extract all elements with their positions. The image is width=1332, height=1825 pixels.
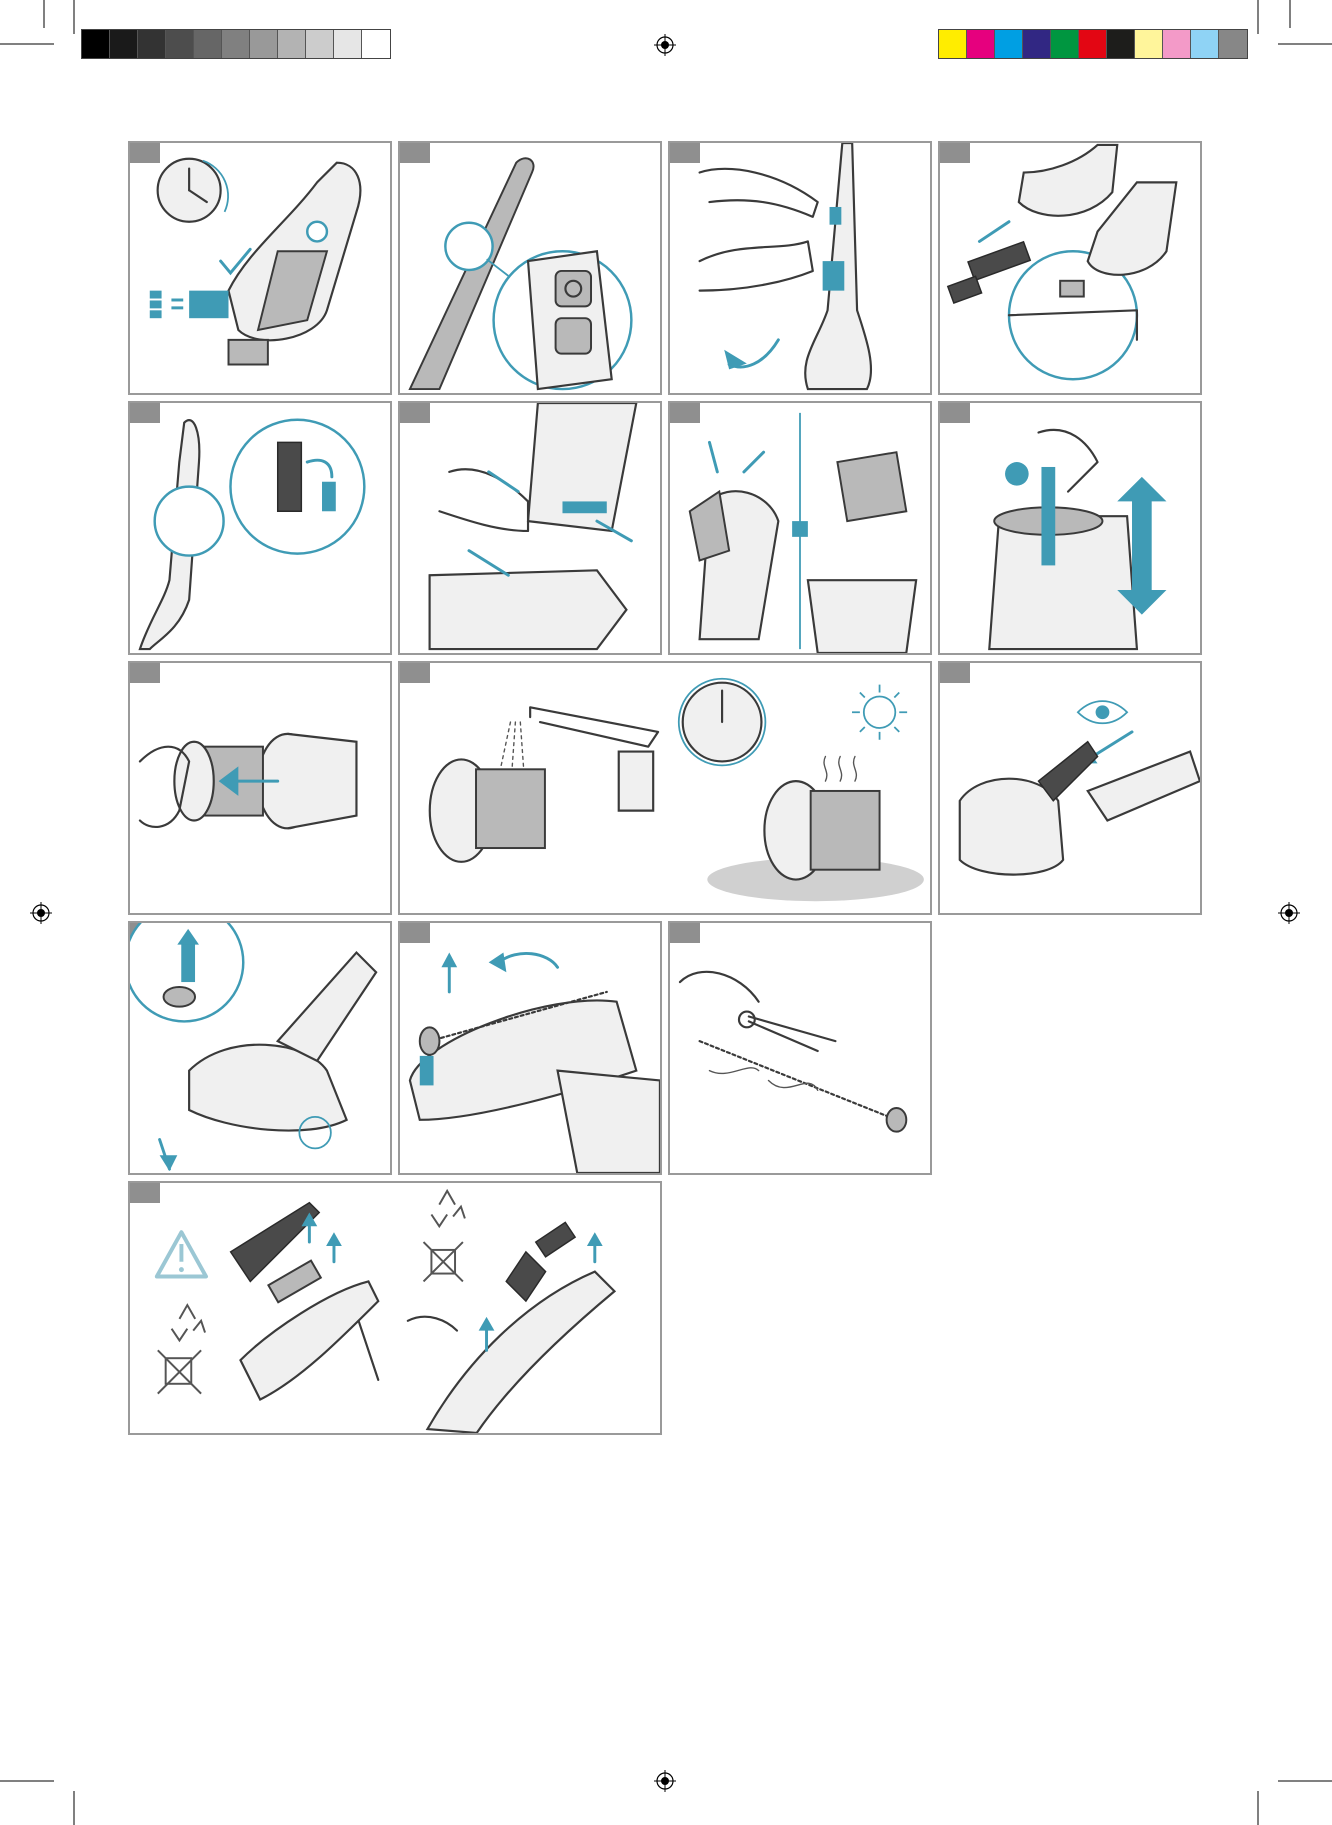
panel-inspect-nozzle bbox=[938, 661, 1202, 915]
recycle-icon bbox=[431, 1191, 464, 1226]
color-swatch bbox=[278, 30, 306, 58]
color-swatch bbox=[1023, 30, 1051, 58]
panel-charging bbox=[128, 141, 392, 395]
color-swatch bbox=[306, 30, 334, 58]
registration-mark-icon bbox=[654, 34, 676, 56]
panel-battery-removal-recycle bbox=[128, 1181, 662, 1435]
rinse-dry-filter-icon bbox=[400, 663, 930, 913]
color-swatch bbox=[1051, 30, 1079, 58]
color-swatch bbox=[1135, 30, 1163, 58]
color-swatch bbox=[250, 30, 278, 58]
remove-brushroll-icon bbox=[400, 923, 660, 1173]
panel-remove-brushroll bbox=[398, 921, 662, 1175]
inspect-nozzle-icon bbox=[940, 663, 1200, 913]
color-swatch bbox=[995, 30, 1023, 58]
registration-mark-icon bbox=[1278, 902, 1300, 924]
registration-mark-icon bbox=[654, 1770, 676, 1792]
color-swatch bbox=[1191, 30, 1219, 58]
color-swatch bbox=[967, 30, 995, 58]
grey-color-bar bbox=[81, 29, 391, 59]
panel-empty-dust bbox=[668, 401, 932, 655]
panel-remove-filter bbox=[938, 401, 1202, 655]
panel-detach-container bbox=[398, 401, 662, 655]
color-swatch bbox=[1079, 30, 1107, 58]
panel-separate-filter bbox=[128, 661, 392, 915]
color-swatch bbox=[110, 30, 138, 58]
color-swatch bbox=[166, 30, 194, 58]
panel-release-handheld bbox=[668, 141, 932, 395]
panel-handle-buttons bbox=[398, 141, 662, 395]
crevice-tool-icon bbox=[940, 143, 1200, 393]
tool-storage-icon bbox=[130, 403, 390, 653]
color-swatch bbox=[939, 30, 967, 58]
panel-rinse-dry-filter bbox=[398, 661, 932, 915]
registration-mark-icon bbox=[30, 902, 52, 924]
color-swatch bbox=[362, 30, 390, 58]
battery-removal-recycle-icon bbox=[130, 1183, 660, 1433]
color-swatch bbox=[334, 30, 362, 58]
color-swatch bbox=[1219, 30, 1247, 58]
color-swatch bbox=[82, 30, 110, 58]
detach-container-icon bbox=[400, 403, 660, 653]
color-swatch bbox=[222, 30, 250, 58]
weee-bin-icon bbox=[158, 1350, 201, 1393]
color-swatch bbox=[138, 30, 166, 58]
panel-open-brush-cover bbox=[128, 921, 392, 1175]
recycle-icon bbox=[172, 1305, 205, 1340]
color-swatch bbox=[1163, 30, 1191, 58]
filter-separate-icon bbox=[130, 663, 390, 913]
cut-hair-icon bbox=[670, 923, 930, 1173]
process-color-bar bbox=[938, 29, 1248, 59]
panel-cut-hair bbox=[668, 921, 932, 1175]
handle-buttons-icon bbox=[400, 143, 660, 393]
color-swatch bbox=[194, 30, 222, 58]
release-handheld-icon bbox=[670, 143, 930, 393]
weee-bin-icon bbox=[424, 1242, 463, 1281]
open-brush-cover-icon bbox=[130, 923, 390, 1173]
empty-dust-icon bbox=[670, 403, 930, 653]
panel-crevice-tool bbox=[938, 141, 1202, 395]
remove-filter-icon bbox=[940, 403, 1200, 653]
color-swatch bbox=[1107, 30, 1135, 58]
panel-tool-storage bbox=[128, 401, 392, 655]
charging-clock-icon bbox=[130, 143, 390, 393]
